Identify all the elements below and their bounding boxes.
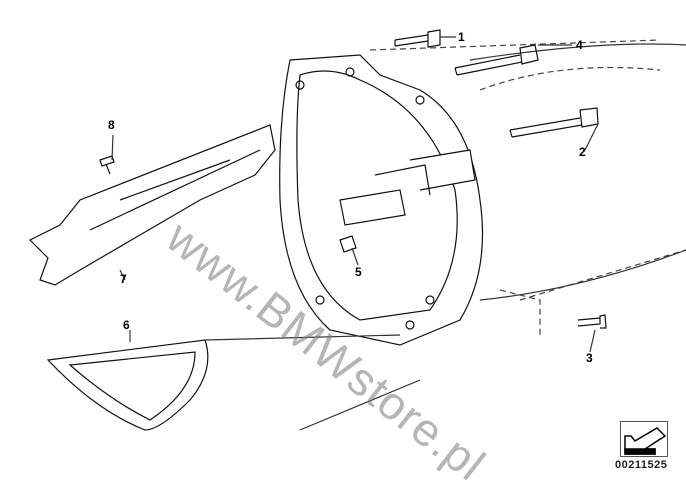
bolt-2 (509, 107, 599, 138)
screw-8 (99, 155, 115, 175)
arrow-direction-icon (620, 421, 668, 457)
bolt-1 (394, 29, 441, 48)
bolt-4 (454, 44, 539, 76)
dowel-5 (339, 235, 357, 253)
callout-3[interactable]: 3 (586, 351, 593, 365)
transmission-outline (369, 39, 686, 335)
callout-4[interactable]: 4 (576, 38, 583, 52)
input-shaft (339, 149, 476, 226)
callout-6[interactable]: 6 (123, 318, 130, 332)
diagram-code: 00211525 (615, 459, 668, 471)
cover-7 (28, 124, 276, 286)
leader-lines (111, 36, 599, 431)
cover-6 (46, 339, 209, 431)
callout-5[interactable]: 5 (355, 265, 362, 279)
bolt-3 (577, 314, 607, 329)
transmission-housing (469, 43, 686, 301)
callout-7[interactable]: 7 (120, 272, 127, 286)
callout-2[interactable]: 2 (579, 145, 586, 159)
callout-8[interactable]: 8 (108, 118, 115, 132)
callout-1[interactable]: 1 (458, 30, 465, 44)
